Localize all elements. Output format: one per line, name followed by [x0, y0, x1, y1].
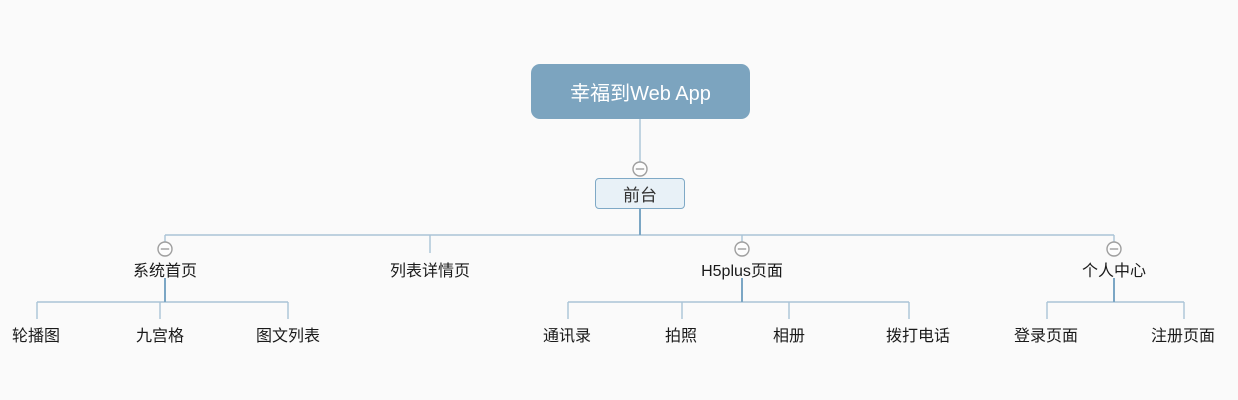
node-list-detail[interactable]: 列表详情页: [389, 263, 471, 280]
node-sys-home[interactable]: 系统首页: [132, 263, 198, 280]
node-login[interactable]: 登录页面: [1013, 328, 1079, 345]
collapse-icon-sys-home[interactable]: [157, 241, 173, 257]
node-contacts[interactable]: 通讯录: [542, 328, 592, 345]
node-take-photo[interactable]: 拍照: [664, 328, 698, 345]
collapse-icon-front[interactable]: [632, 161, 648, 177]
collapse-icon-h5plus[interactable]: [734, 241, 750, 257]
node-album[interactable]: 相册: [772, 328, 806, 345]
node-register[interactable]: 注册页面: [1150, 328, 1216, 345]
node-dial-phone[interactable]: 拨打电话: [885, 328, 951, 345]
node-nine-grid[interactable]: 九宫格: [135, 328, 185, 345]
node-personal[interactable]: 个人中心: [1081, 263, 1147, 280]
node-image-text-list[interactable]: 图文列表: [255, 328, 321, 345]
node-h5plus[interactable]: H5plus页面: [701, 263, 783, 280]
node-carousel[interactable]: 轮播图: [11, 328, 61, 345]
node-front[interactable]: 前台: [595, 178, 685, 209]
collapse-icon-personal[interactable]: [1106, 241, 1122, 257]
node-root[interactable]: 幸福到Web App: [531, 64, 750, 119]
